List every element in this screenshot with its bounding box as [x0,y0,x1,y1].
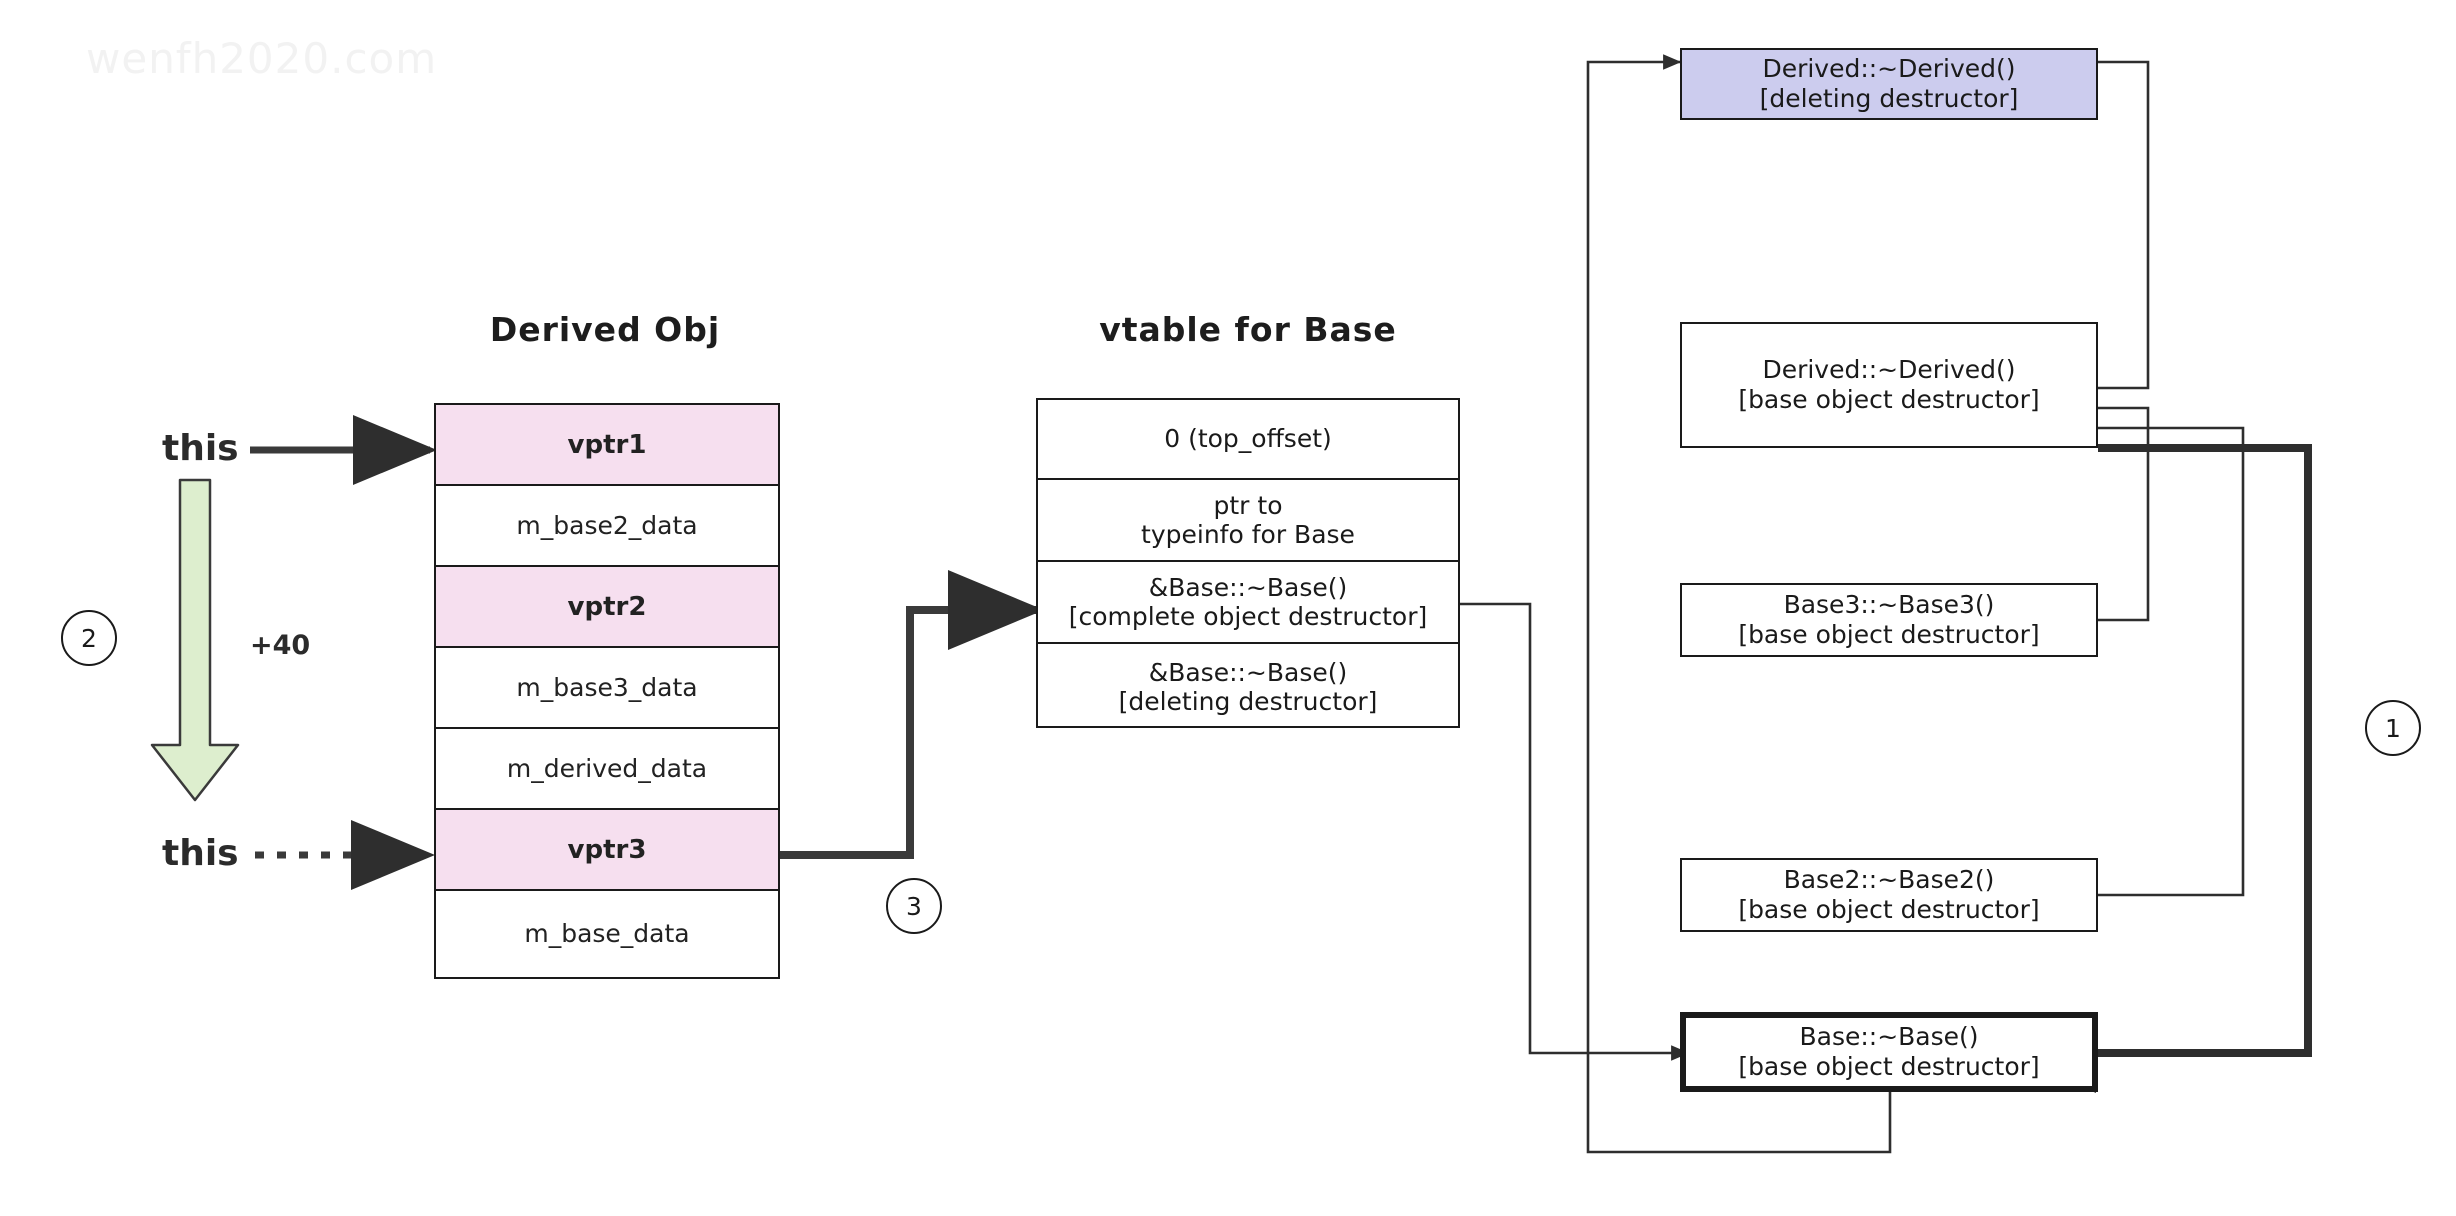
function-box-derived-deleting-destructor: Derived::~Derived() [deleting destructor… [1680,48,2098,120]
object-row-m-base-data: m_base_data [524,919,690,948]
arrow-vptr3-to-vtable [780,570,1044,859]
function-box-3-name: Base2::~Base2() [1783,864,1995,894]
object-title: Derived Obj [489,310,721,349]
this-label-top: this [162,428,239,469]
arrow-vtable-to-base-dtor [1460,602,1690,1061]
function-box-0-kind: [deleting destructor] [1759,84,2019,113]
vtable-row-typeinfo-line2: typeinfo for Base [1141,520,1355,549]
arrow-derived-base-to-base2 [1998,426,2245,903]
object-row-m-base3-data: m_base3_data [436,648,778,729]
watermark: wenfh2020.com [86,34,438,83]
function-box-1-kind: [base object destructor] [1738,385,2040,414]
object-row-vptr1: vptr1 [436,405,778,486]
object-row-vptr2: vptr2 [436,567,778,648]
vtable-row-top-offset-text: 0 (top_offset) [1164,424,1332,454]
object-row-m-base2-data: m_base2_data [436,486,778,567]
function-box-1-name: Derived::~Derived() [1762,354,2016,384]
vtable-title: vtable for Base [1099,310,1397,349]
function-box-0-name: Derived::~Derived() [1762,53,2016,83]
step-marker-2: 2 [61,610,117,666]
function-box-3-kind: [base object destructor] [1738,895,2040,924]
step-marker-1: 1 [2365,700,2421,756]
arrow-derived-base-to-base [2000,444,2312,1093]
vtable-row-typeinfo-line1: ptr to [1213,490,1283,520]
derived-object-table: vptr1 m_base2_data vptr2 m_base3_data m_… [434,403,780,979]
function-box-4-name: Base::~Base() [1799,1021,1979,1051]
vtable-row-complete-line2: [complete object destructor] [1068,602,1428,631]
offset-arrow-40 [150,478,240,802]
function-box-2-kind: [base object destructor] [1738,620,2040,649]
object-row-m-derived-data: m_derived_data [436,729,778,810]
vtable-row-deleting-destructor: &Base::~Base() [deleting destructor] [1038,644,1458,730]
function-box-2-name: Base3::~Base3() [1783,589,1995,619]
step-marker-3: 3 [886,878,942,934]
function-box-base2-base-object-destructor: Base2::~Base2() [base object destructor] [1680,858,2098,932]
vtable-row-complete-line1: &Base::~Base() [1148,572,1348,602]
vtable-row-complete-object-destructor: &Base::~Base() [complete object destruct… [1038,562,1458,644]
vtable-for-base: 0 (top_offset) ptr to typeinfo for Base … [1036,398,1460,728]
offset-label: +40 [250,630,311,661]
function-box-4-kind: [base object destructor] [1738,1052,2040,1081]
function-box-derived-base-object-destructor: Derived::~Derived() [base object destruc… [1680,322,2098,448]
function-box-base3-base-object-destructor: Base3::~Base3() [base object destructor] [1680,583,2098,657]
this-label-bottom: this [162,833,239,874]
vtable-row-top-offset: 0 (top_offset) [1038,400,1458,480]
object-row-vptr3: vptr3 [436,810,778,891]
function-box-base-base-object-destructor: Base::~Base() [base object destructor] [1680,1012,2098,1092]
vtable-row-deleting-line2: [deleting destructor] [1118,687,1378,716]
vtable-row-deleting-line1: &Base::~Base() [1148,657,1348,687]
vtable-row-typeinfo: ptr to typeinfo for Base [1038,480,1458,562]
